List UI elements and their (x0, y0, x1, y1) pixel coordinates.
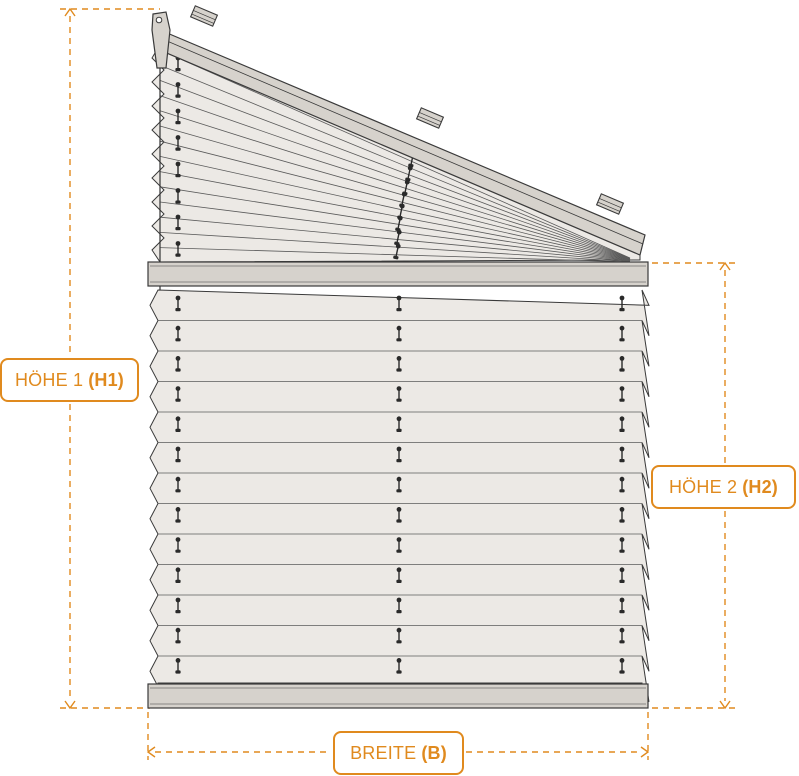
cord-stopper-icon (175, 325, 181, 342)
cord-stopper-icon (619, 507, 625, 523)
cord-stopper-icon (619, 325, 625, 342)
cord-stopper-icon (619, 446, 625, 463)
top-pleat-line (159, 95, 631, 260)
height-2-text: HÖHE 2 (668, 477, 738, 497)
b-arrow-left (146, 746, 156, 758)
height-1-code: (H1) (88, 370, 125, 390)
cord-stopper-icon (175, 241, 181, 257)
bottom-fabric (149, 289, 650, 703)
top-pleat-line (159, 80, 631, 259)
cord-stopper-icon (175, 507, 181, 523)
top-pleat-line (159, 201, 631, 262)
cord-stopper-icon (175, 597, 181, 614)
width-text: BREITE (350, 743, 417, 763)
cord-stopper-icon (619, 597, 625, 614)
cord-stopper-icon (619, 416, 625, 432)
cord-stopper-icon (396, 386, 402, 402)
middle-rail-bar (147, 261, 649, 287)
h2-arrow-bottom (719, 700, 731, 710)
cord-stopper-icon (396, 446, 402, 463)
h2-arrow-top (719, 261, 731, 271)
cord-stopper-icon (175, 82, 181, 98)
top-pleat-line (159, 247, 631, 263)
bottom-rail (147, 683, 649, 709)
cord-stopper-icon (175, 108, 181, 125)
cord-stopper-icon (175, 658, 181, 674)
cord-stopper-icon (396, 476, 402, 493)
cord-stopper-icon (175, 537, 181, 553)
top-pleat-line (159, 140, 631, 261)
handle-icon (151, 11, 171, 69)
middle-rail (147, 261, 649, 287)
cord-stopper-icon (396, 416, 402, 432)
cord-stopper-icon (175, 295, 181, 312)
top-pleat-line (159, 186, 631, 262)
cord-stopper-icon (396, 567, 402, 583)
cord-stopper-icon (175, 416, 181, 432)
cord-stopper-icon (175, 627, 181, 644)
cord-stopper-icon (396, 537, 402, 553)
head-rail-edge (159, 37, 644, 245)
cord-stopper-icon (175, 356, 181, 372)
h1-arrow-top (64, 7, 76, 17)
cord-stopper-icon (175, 135, 181, 151)
cord-stopper-icon (175, 476, 181, 493)
top-pleat-line (159, 171, 631, 261)
bottom-rail-bar (147, 683, 649, 709)
top-pleat-line (159, 110, 631, 260)
cord-stopper-icon (396, 295, 402, 312)
top-pleat-line (159, 156, 631, 261)
cord-stopper-icon (619, 476, 625, 493)
cord-stopper-icon (619, 356, 625, 372)
dimension-lines (60, 7, 735, 760)
bracket-icon (595, 193, 625, 215)
cord-stopper-icon (619, 537, 625, 553)
height-2-code: (H2) (742, 477, 779, 497)
cord-stopper-icon (175, 214, 181, 231)
cord-stopper-icon (619, 567, 625, 583)
top-pleat-line (159, 64, 631, 259)
width-label: BREITE (B) (333, 731, 464, 775)
cord-stopper-icon (396, 507, 402, 523)
height-1-label: HÖHE 1 (H1) (0, 358, 139, 402)
cord-stopper-icon (396, 325, 402, 342)
h1-arrow-bottom (64, 700, 76, 710)
rectangular-bottom-section (149, 289, 650, 703)
cord-stopper-icon (396, 597, 402, 614)
b-arrow-right (640, 746, 650, 758)
bracket-icon (189, 5, 219, 27)
cord-stopper-icon (619, 386, 625, 402)
mounting-brackets (189, 5, 625, 215)
top-pleat-line (159, 232, 631, 262)
cord-stopper-icon (175, 567, 181, 583)
cord-stopper-icon (175, 446, 181, 463)
top-pleat-line (159, 49, 631, 259)
cord-stopper-icon (619, 627, 625, 644)
cord-stopper-icon (175, 188, 181, 204)
height-2-label: HÖHE 2 (H2) (651, 465, 796, 509)
cord-stopper-icon (619, 658, 625, 674)
cord-stopper-icon (393, 243, 401, 260)
width-code: (B) (421, 743, 447, 763)
top-pleat-line (159, 125, 631, 260)
top-pleat-line (159, 216, 631, 262)
cord-stopper-icon (396, 658, 402, 674)
cord-stopper-icon (396, 356, 402, 372)
slanted-top-section (151, 11, 646, 296)
cord-stopper-icon (619, 295, 625, 312)
height-1-text: HÖHE 1 (14, 370, 84, 390)
cord-stopper-icon (175, 161, 181, 178)
cord-stopper-icon (175, 386, 181, 402)
bracket-icon (415, 107, 445, 129)
cord-stopper-icon (396, 627, 402, 644)
